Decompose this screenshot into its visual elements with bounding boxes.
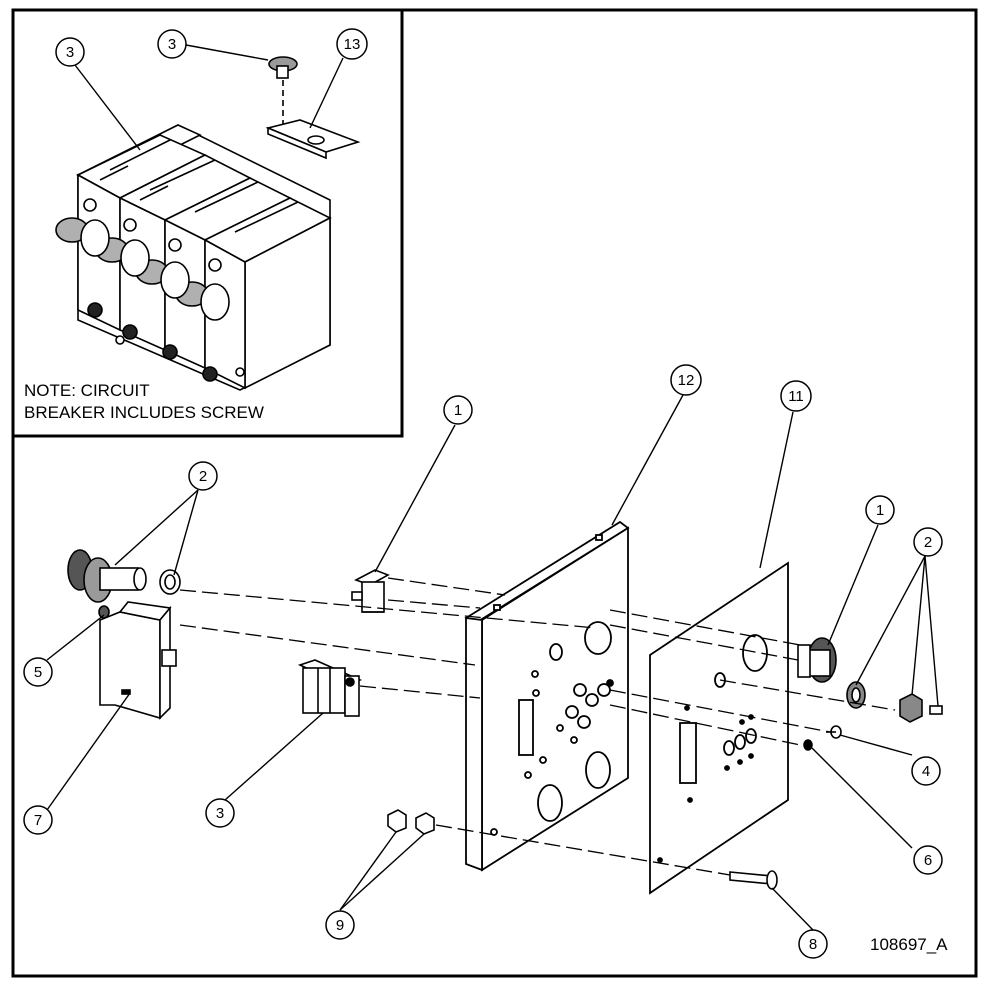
- part-number: 108697_A: [870, 935, 948, 954]
- callout-circles: [23, 28, 943, 959]
- callout-label-inset-13: 13: [344, 36, 361, 53]
- callout-label-inset-3b: 3: [168, 36, 176, 53]
- bezel-1-right: [797, 637, 837, 683]
- callout-3: [205, 798, 235, 828]
- callout-inset-3a: [55, 37, 85, 67]
- callout-2-left: [188, 461, 218, 491]
- callout-1-right: [865, 495, 895, 525]
- callout-label-9: 9: [336, 917, 344, 934]
- callout-inset-13: [336, 28, 368, 60]
- inset-note-line1: NOTE: CIRCUIT: [24, 381, 150, 400]
- inset-leaders: [74, 44, 344, 151]
- callout-label-11: 11: [788, 388, 804, 405]
- frame-3: [297, 659, 363, 717]
- inset-breaker-stack: [55, 124, 332, 391]
- inset-bracket-13: [265, 119, 361, 160]
- callout-label-8: 8: [809, 936, 817, 953]
- callout-6: [913, 845, 943, 875]
- callout-8: [798, 929, 828, 959]
- cap-2-right: [899, 693, 943, 723]
- callout-5: [23, 657, 53, 687]
- bolt-8: [729, 870, 778, 890]
- callout-label-6: 6: [924, 852, 932, 869]
- callout-label-2-right: 2: [924, 534, 932, 551]
- nuts-9: [387, 809, 435, 835]
- callout-2-right: [913, 527, 943, 557]
- callout-label-12: 12: [678, 372, 695, 389]
- callout-11: [780, 380, 812, 412]
- callout-inset-3b: [157, 29, 187, 59]
- callout-1-left: [443, 395, 473, 425]
- front-panel-12: [464, 520, 630, 872]
- callout-7: [23, 805, 53, 835]
- inset-note: NOTE: CIRCUIT BREAKER INCLUDES SCREW: [24, 380, 264, 424]
- inset-screw-3: [268, 56, 298, 130]
- callout-label-2-left: 2: [199, 468, 207, 485]
- breaker-7: [99, 601, 177, 720]
- callout-12: [670, 364, 702, 396]
- callout-labels: 3 3 13 1 12 11 2 1 2 5 7 3 4 6 9 8: [34, 36, 932, 953]
- callout-label-inset-3a: 3: [66, 44, 74, 61]
- callout-label-3: 3: [216, 805, 224, 822]
- callout-label-1-right: 1: [876, 502, 884, 519]
- callout-label-5: 5: [34, 664, 42, 681]
- knob-assembly-2: [67, 549, 181, 603]
- alignment-lines: [179, 577, 896, 876]
- inset-note-line2: BREAKER INCLUDES SCREW: [24, 403, 264, 422]
- screw-6: [803, 739, 813, 751]
- bracket-1-left: [351, 569, 390, 613]
- callout-label-4: 4: [922, 763, 930, 780]
- outer-border: [11, 8, 978, 978]
- callout-9: [325, 910, 355, 940]
- callout-label-7: 7: [34, 812, 42, 829]
- callout-4: [911, 756, 941, 786]
- callout-label-1-left: 1: [454, 402, 462, 419]
- nut-2-right: [846, 681, 866, 709]
- leader-lines: [46, 394, 939, 931]
